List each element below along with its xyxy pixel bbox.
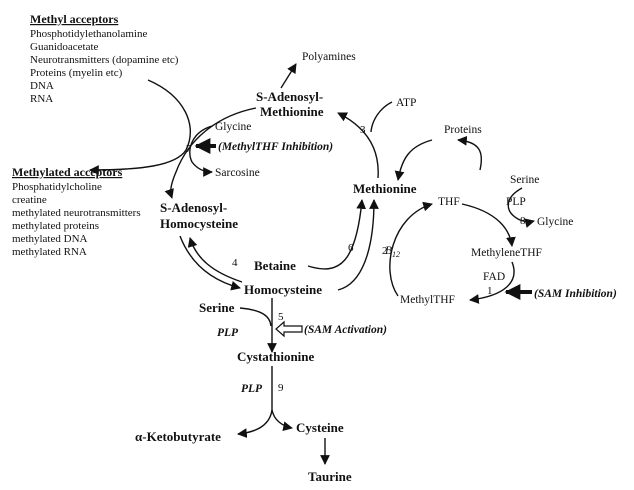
betaine-label: Betaine bbox=[254, 258, 296, 273]
methyl-acceptors-to-methylated-arrow bbox=[89, 79, 191, 175]
taurine-label: Taurine bbox=[308, 469, 352, 484]
sam-label-line1: S-Adenosyl- bbox=[256, 89, 323, 104]
plp-mid-label: PLP bbox=[217, 327, 239, 339]
methylene-thf-label: MethyleneTHF bbox=[471, 247, 542, 259]
methylated-acceptor-item: methylated proteins bbox=[12, 220, 99, 232]
cystathionine-to-ketobutyrate-arrow bbox=[237, 409, 273, 438]
methyl-acceptor-item: RNA bbox=[30, 93, 53, 105]
b12-label: B12 bbox=[385, 245, 400, 259]
homocysteine-to-sah-arrow bbox=[187, 237, 243, 283]
methionine-protein-exchange-arrow bbox=[394, 139, 433, 181]
methyl-acceptor-item: Phosphotidylethanolamine bbox=[30, 28, 147, 40]
thf-label: THF bbox=[438, 196, 460, 208]
sah-to-homocysteine-arrow bbox=[179, 235, 241, 291]
methylated-acceptor-item: methylated neurotransmitters bbox=[12, 207, 141, 219]
atp-label: ATP bbox=[396, 97, 416, 109]
methyl-acceptor-item: Proteins (myelin etc) bbox=[30, 67, 123, 79]
sah-label-line2: Homocysteine bbox=[160, 216, 238, 231]
methyl-acceptor-item: Neurotransmitters (dopamine etc) bbox=[30, 54, 179, 66]
methylated-acceptor-item: methylated DNA bbox=[12, 233, 88, 245]
enzyme-4-label: 4 bbox=[232, 257, 238, 269]
thf-to-methylenethf-arrow bbox=[461, 203, 516, 247]
enzyme-6-label: 6 bbox=[348, 242, 354, 254]
enzyme-2-label: 2 bbox=[382, 245, 388, 257]
methylated-acceptor-item: Phosphatidylcholine bbox=[12, 181, 102, 193]
sam-label-line2: Methionine bbox=[260, 104, 324, 119]
methyl-acceptors-block: Methyl acceptors Phosphotidylethanolamin… bbox=[30, 12, 179, 105]
sarcosine-label: Sarcosine bbox=[215, 167, 260, 179]
cystathionine-label: Cystathionine bbox=[237, 349, 315, 364]
betaine-to-methionine-arrow bbox=[307, 199, 367, 270]
enzyme-1-label: 1 bbox=[487, 285, 493, 297]
cystathionine-to-cysteine-arrow bbox=[271, 409, 293, 432]
sam-to-polyamines-arrow bbox=[280, 63, 297, 89]
plp-low-label: PLP bbox=[241, 383, 263, 395]
methylated-acceptors-block: Methylated acceptors Phosphatidylcholine… bbox=[12, 165, 141, 258]
proteins-label: Proteins bbox=[444, 124, 482, 136]
polyamines-label: Polyamines bbox=[302, 51, 356, 63]
methylated-acceptor-item: creatine bbox=[12, 194, 47, 206]
plp-right-label: PLP bbox=[506, 196, 526, 208]
methionine-to-sam-arrow bbox=[337, 112, 379, 179]
serine-to-glycine-arrow bbox=[507, 187, 535, 228]
atp-input-curve bbox=[370, 101, 393, 133]
sam-activation-label: (SAM Activation) bbox=[304, 324, 387, 336]
methyl-acceptor-item: Guanidoacetate bbox=[30, 41, 99, 53]
enzyme-3-label: 3 bbox=[360, 124, 366, 136]
methionine-label: Methionine bbox=[353, 181, 417, 196]
homocysteine-to-methionine-arrow bbox=[337, 199, 379, 291]
enzyme-9-label: 9 bbox=[278, 382, 284, 394]
glycine-to-sarcosine-arrow bbox=[189, 125, 213, 177]
methylthf-inhibition-label: (MethylTHF Inhibition) bbox=[218, 141, 333, 153]
sam-activation-arrow bbox=[275, 320, 303, 338]
methylated-acceptors-heading: Methylated acceptors bbox=[12, 165, 123, 179]
methylated-acceptor-item: methylated RNA bbox=[12, 246, 87, 258]
serine-left-label: Serine bbox=[199, 300, 235, 315]
homocysteine-label: Homocysteine bbox=[244, 282, 322, 297]
methyl-acceptors-heading: Methyl acceptors bbox=[30, 12, 119, 26]
sam-inhibition-label: (SAM Inhibition) bbox=[534, 288, 617, 300]
serine-join-curve bbox=[239, 307, 272, 327]
sah-label-line1: S-Adenosyl- bbox=[160, 200, 227, 215]
methylthf-to-thf-arrow bbox=[389, 201, 433, 297]
methyl-thf-label: MethylTHF bbox=[400, 294, 455, 306]
ketobutyrate-label: α-Ketobutyrate bbox=[135, 429, 221, 444]
cysteine-label: Cysteine bbox=[296, 420, 344, 435]
serine-right-label: Serine bbox=[510, 174, 539, 186]
glycine-right-label: Glycine bbox=[537, 216, 573, 228]
enzyme-5-label: 5 bbox=[278, 311, 284, 323]
sam-to-sah-arrow bbox=[164, 107, 257, 199]
protein-turnover-curve bbox=[457, 135, 483, 171]
fad-label: FAD bbox=[483, 271, 505, 283]
glycine-top-label: Glycine bbox=[215, 121, 251, 133]
methyl-acceptor-item: DNA bbox=[30, 80, 54, 92]
